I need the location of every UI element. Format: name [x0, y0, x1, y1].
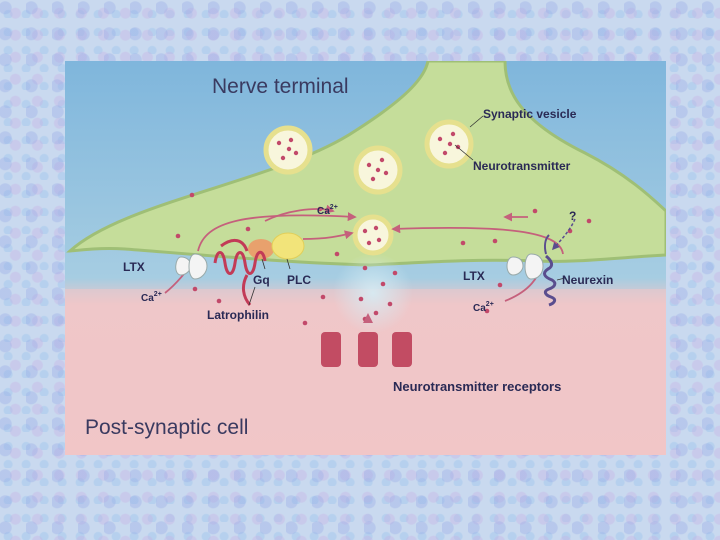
synaptic-vesicle-2 — [356, 148, 400, 192]
label-latrophilin: Latrophilin — [207, 308, 269, 322]
label-question: ? — [569, 209, 576, 223]
label-ltx-right: LTX — [463, 269, 485, 283]
synaptic-vesicle-3 — [427, 122, 471, 166]
ltx-toxin-left — [176, 254, 207, 279]
label-gq: Gq — [253, 273, 270, 287]
synapse-diagram: Nerve terminal Synaptic vesicle Neurotra… — [65, 61, 666, 455]
label-ca-left-text: Ca — [141, 293, 154, 304]
gq-protein — [248, 239, 274, 259]
label-neurexin: Neurexin — [562, 273, 613, 287]
label-ca-left-sup: 2+ — [154, 291, 162, 298]
neurotransmitter-receptor-2 — [358, 332, 378, 367]
label-ca-right-sup: 2+ — [486, 301, 494, 308]
neurotransmitter-receptor-1 — [321, 332, 341, 367]
label-synaptic-vesicle: Synaptic vesicle — [483, 107, 577, 121]
neurotransmitter-receptor-3 — [392, 332, 412, 367]
label-plc: PLC — [287, 273, 311, 287]
label-ca-top-text: Ca — [317, 206, 330, 217]
plc-enzyme — [272, 233, 304, 259]
synaptic-vesicle-1 — [266, 128, 310, 172]
synapse-diagram-canvas: Nerve terminal Synaptic vesicle Neurotra… — [65, 61, 666, 455]
label-ltx-left: LTX — [123, 260, 145, 274]
label-ca-right-text: Ca — [473, 303, 486, 314]
label-post-synaptic-cell: Post-synaptic cell — [85, 416, 248, 439]
label-neurotransmitter: Neurotransmitter — [473, 159, 571, 173]
label-nerve-terminal: Nerve terminal — [212, 75, 349, 98]
label-neurotransmitter-receptors: Neurotransmitter receptors — [393, 379, 561, 394]
released-neurotransmitter-cloud — [333, 253, 413, 333]
docked-vesicle — [355, 217, 391, 253]
label-ca-top-sup: 2+ — [330, 204, 338, 211]
